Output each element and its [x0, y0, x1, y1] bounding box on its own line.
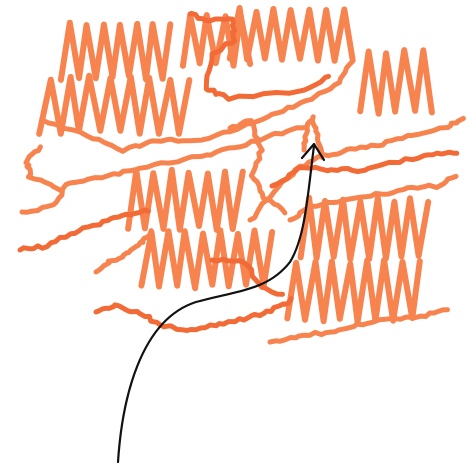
lamella-fold-4 — [360, 50, 432, 114]
lamella-fold-6 — [128, 170, 243, 230]
amorphous-chain-7 — [272, 152, 457, 186]
lamella-fold-1 — [61, 23, 170, 80]
lamella-fold-3 — [230, 8, 353, 61]
lamella-fold-9 — [287, 260, 420, 322]
amorphous-chain-5 — [26, 147, 60, 190]
polymer-chains — [20, 8, 463, 342]
